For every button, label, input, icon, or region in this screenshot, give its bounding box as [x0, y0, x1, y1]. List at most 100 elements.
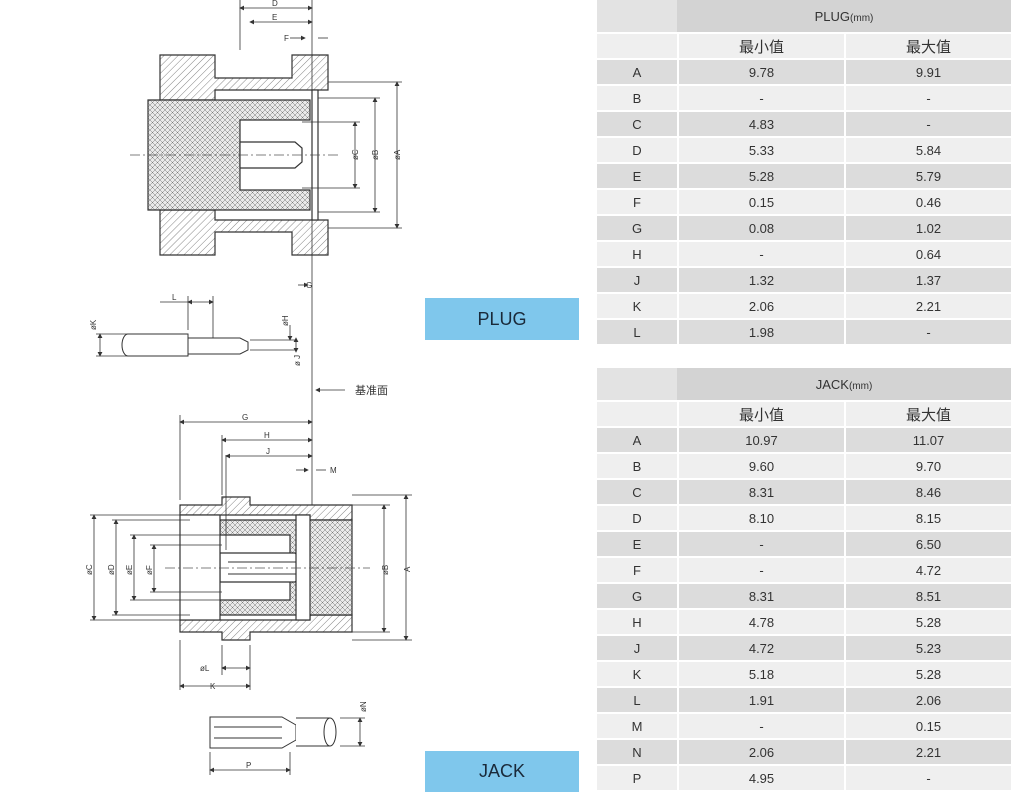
plug-table-cell: 9.91 — [844, 60, 1011, 86]
jack-table-cell: A — [597, 428, 677, 454]
jack-table-title-corner — [597, 368, 677, 402]
jack-table-cell: 8.46 — [844, 480, 1011, 506]
plug-pin-dimensions — [96, 296, 299, 357]
jack-table-title: JACK(mm) — [677, 368, 1011, 402]
plug-table-row: B-- — [597, 86, 1011, 112]
plug-table-cell: 5.79 — [844, 164, 1011, 190]
jack-table-row: F-4.72 — [597, 558, 1011, 584]
jack-dim-g: G — [242, 413, 248, 422]
plug-table-cell: 1.98 — [677, 320, 844, 346]
jack-table-cell: B — [597, 454, 677, 480]
plug-table-cell: H — [597, 242, 677, 268]
jack-table-cell: G — [597, 584, 677, 610]
jack-table-cell: L — [597, 688, 677, 714]
jack-table-cell: 2.06 — [844, 688, 1011, 714]
plug-label: PLUG — [425, 298, 579, 340]
plug-table-cell: 9.78 — [677, 60, 844, 86]
jack-dim-f: øF — [145, 565, 154, 575]
plug-table-cell: D — [597, 138, 677, 164]
connector-drawing: D E F øC øB øA G øK L øH ø J 基准面 — [85, 0, 412, 775]
plug-table-cell: A — [597, 60, 677, 86]
plug-dim-d: D — [272, 0, 278, 8]
plug-table-title: PLUG(mm) — [677, 0, 1011, 34]
plug-pin-dim-j: ø J — [293, 355, 302, 366]
plug-table-cell: C — [597, 112, 677, 138]
jack-label: JACK — [425, 751, 579, 792]
jack-table-cell: 0.15 — [844, 714, 1011, 740]
plug-table-title-unit: (mm) — [850, 12, 874, 24]
plug-dim-a: øA — [393, 149, 402, 160]
plug-dim-g: G — [306, 281, 312, 290]
jack-table-cell: 4.72 — [844, 558, 1011, 584]
plug-pin-detail — [121, 333, 249, 357]
jack-table-row: E-6.50 — [597, 532, 1011, 558]
jack-table-cell: C — [597, 480, 677, 506]
plug-table-cell: 0.64 — [844, 242, 1011, 268]
jack-table-cell: 8.31 — [677, 480, 844, 506]
plug-table-cell: - — [677, 242, 844, 268]
plug-table-cell: 2.21 — [844, 294, 1011, 320]
jack-table-cell: 5.28 — [844, 610, 1011, 636]
jack-table-cell: - — [677, 532, 844, 558]
jack-table-cell: 9.60 — [677, 454, 844, 480]
jack-table-cell: 2.21 — [844, 740, 1011, 766]
jack-dim-c: øC — [85, 564, 94, 575]
jack-table-cell: 5.28 — [844, 662, 1011, 688]
plug-table-cell: - — [677, 86, 844, 112]
plug-table-cell: L — [597, 320, 677, 346]
jack-contact-dimensions — [209, 717, 365, 775]
plug-table-cell: G — [597, 216, 677, 242]
jack-table-cell: F — [597, 558, 677, 584]
plug-table-cell: 5.84 — [844, 138, 1011, 164]
jack-table-cell: 4.95 — [677, 766, 844, 792]
plug-table-cell: - — [844, 112, 1011, 138]
jack-table-cell: 2.06 — [677, 740, 844, 766]
plug-table-cell: 4.83 — [677, 112, 844, 138]
plug-dim-f: F — [284, 34, 289, 43]
plug-dim-c: øC — [351, 149, 360, 160]
jack-dim-n: øN — [359, 701, 368, 712]
jack-table-cell: H — [597, 610, 677, 636]
jack-table-cell: 6.50 — [844, 532, 1011, 558]
jack-table-header-cell — [597, 402, 677, 428]
jack-dim-j: J — [266, 447, 270, 456]
plug-table-title-corner — [597, 0, 677, 34]
jack-table-row: M-0.15 — [597, 714, 1011, 740]
jack-table-title-row: JACK(mm) — [597, 368, 1011, 402]
jack-table-header-cell: 最大值 — [844, 402, 1011, 428]
jack-table-cell: J — [597, 636, 677, 662]
jack-table-cell: 8.51 — [844, 584, 1011, 610]
jack-table-cell: 11.07 — [844, 428, 1011, 454]
plug-table-cell: 2.06 — [677, 294, 844, 320]
jack-dim-d: øD — [107, 564, 116, 575]
jack-table-cell: - — [677, 714, 844, 740]
jack-dim-k: K — [210, 682, 216, 691]
plug-pin-dim-h: øH — [281, 315, 290, 326]
jack-dim-m: M — [330, 466, 337, 475]
jack-table-cell: - — [677, 558, 844, 584]
jack-table-cell: M — [597, 714, 677, 740]
jack-table-cell: D — [597, 506, 677, 532]
plug-table-cell: 0.46 — [844, 190, 1011, 216]
jack-table-cell: 10.97 — [677, 428, 844, 454]
jack-table-title-unit: (mm) — [848, 380, 873, 392]
plug-table-cell: K — [597, 294, 677, 320]
jack-table-cell: E — [597, 532, 677, 558]
jack-table-cell: 5.18 — [677, 662, 844, 688]
jack-table-cell: 4.78 — [677, 610, 844, 636]
plug-table-header-row: 最小值最大值 — [597, 34, 1011, 60]
plug-table-title-row: PLUG(mm) — [597, 0, 1011, 34]
